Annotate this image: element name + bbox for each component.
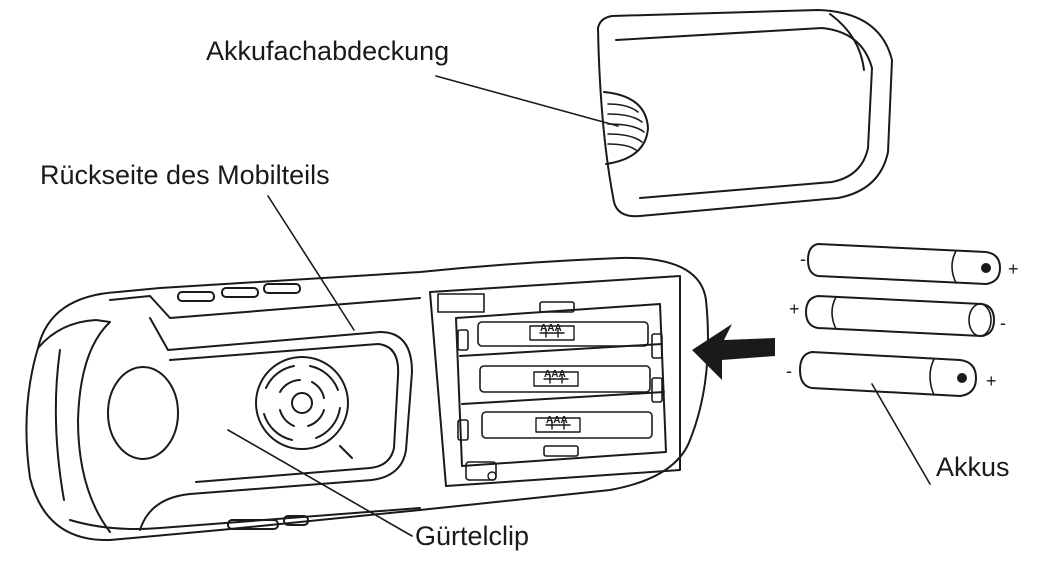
leader-back <box>267 195 355 331</box>
label-handset-back: Rückseite des Mobilteils <box>40 160 330 190</box>
battery-3-polarity-right: + <box>986 371 997 391</box>
battery-2 <box>805 295 995 337</box>
label-battery-cover: Akkufachabdeckung <box>206 36 450 66</box>
handset-outline <box>25 256 709 542</box>
speaker-grille-icon <box>255 356 353 459</box>
leader-batteries <box>871 383 931 485</box>
slot-2-marking: AAA <box>544 369 566 380</box>
battery-1-polarity-left: - <box>800 249 806 269</box>
cover-side-edge <box>829 13 865 71</box>
battery-3-polarity-left: - <box>786 361 792 381</box>
label-belt-clip: Gürtelclip <box>415 521 530 551</box>
belt-clip-oval <box>107 366 179 460</box>
battery-3 <box>799 351 977 397</box>
handset <box>25 256 709 542</box>
battery-1 <box>807 243 1001 285</box>
leader-cover <box>435 75 619 127</box>
slot-3-marking: AAA <box>546 415 568 426</box>
leader-clip <box>227 429 413 537</box>
label-batteries: Akkus <box>936 452 1010 482</box>
battery-2-polarity-right: - <box>1000 313 1006 333</box>
handset-bottom-rim <box>69 507 421 530</box>
battery-compartment <box>429 275 681 487</box>
contact-springs <box>457 301 663 457</box>
belt-clip <box>139 317 413 531</box>
cover-inner-edge <box>615 27 873 199</box>
handset-end-cap <box>37 319 111 533</box>
belt-clip-inner <box>169 343 400 483</box>
battery-1-polarity-right: + <box>1008 259 1019 279</box>
side-buttons <box>177 283 309 530</box>
handset-top-ridge <box>109 295 421 319</box>
cover-outline <box>597 9 893 218</box>
slot-1-marking: AAA <box>540 323 562 334</box>
handset-end-cap-inner <box>54 349 65 501</box>
cover-grip-ridges <box>607 103 645 151</box>
insert-arrow-icon <box>692 324 775 380</box>
battery-2-polarity-left: + <box>789 299 800 319</box>
cover-grip-notch <box>603 91 649 165</box>
battery-cover <box>597 9 893 218</box>
slot-polarity-marks <box>529 325 581 433</box>
